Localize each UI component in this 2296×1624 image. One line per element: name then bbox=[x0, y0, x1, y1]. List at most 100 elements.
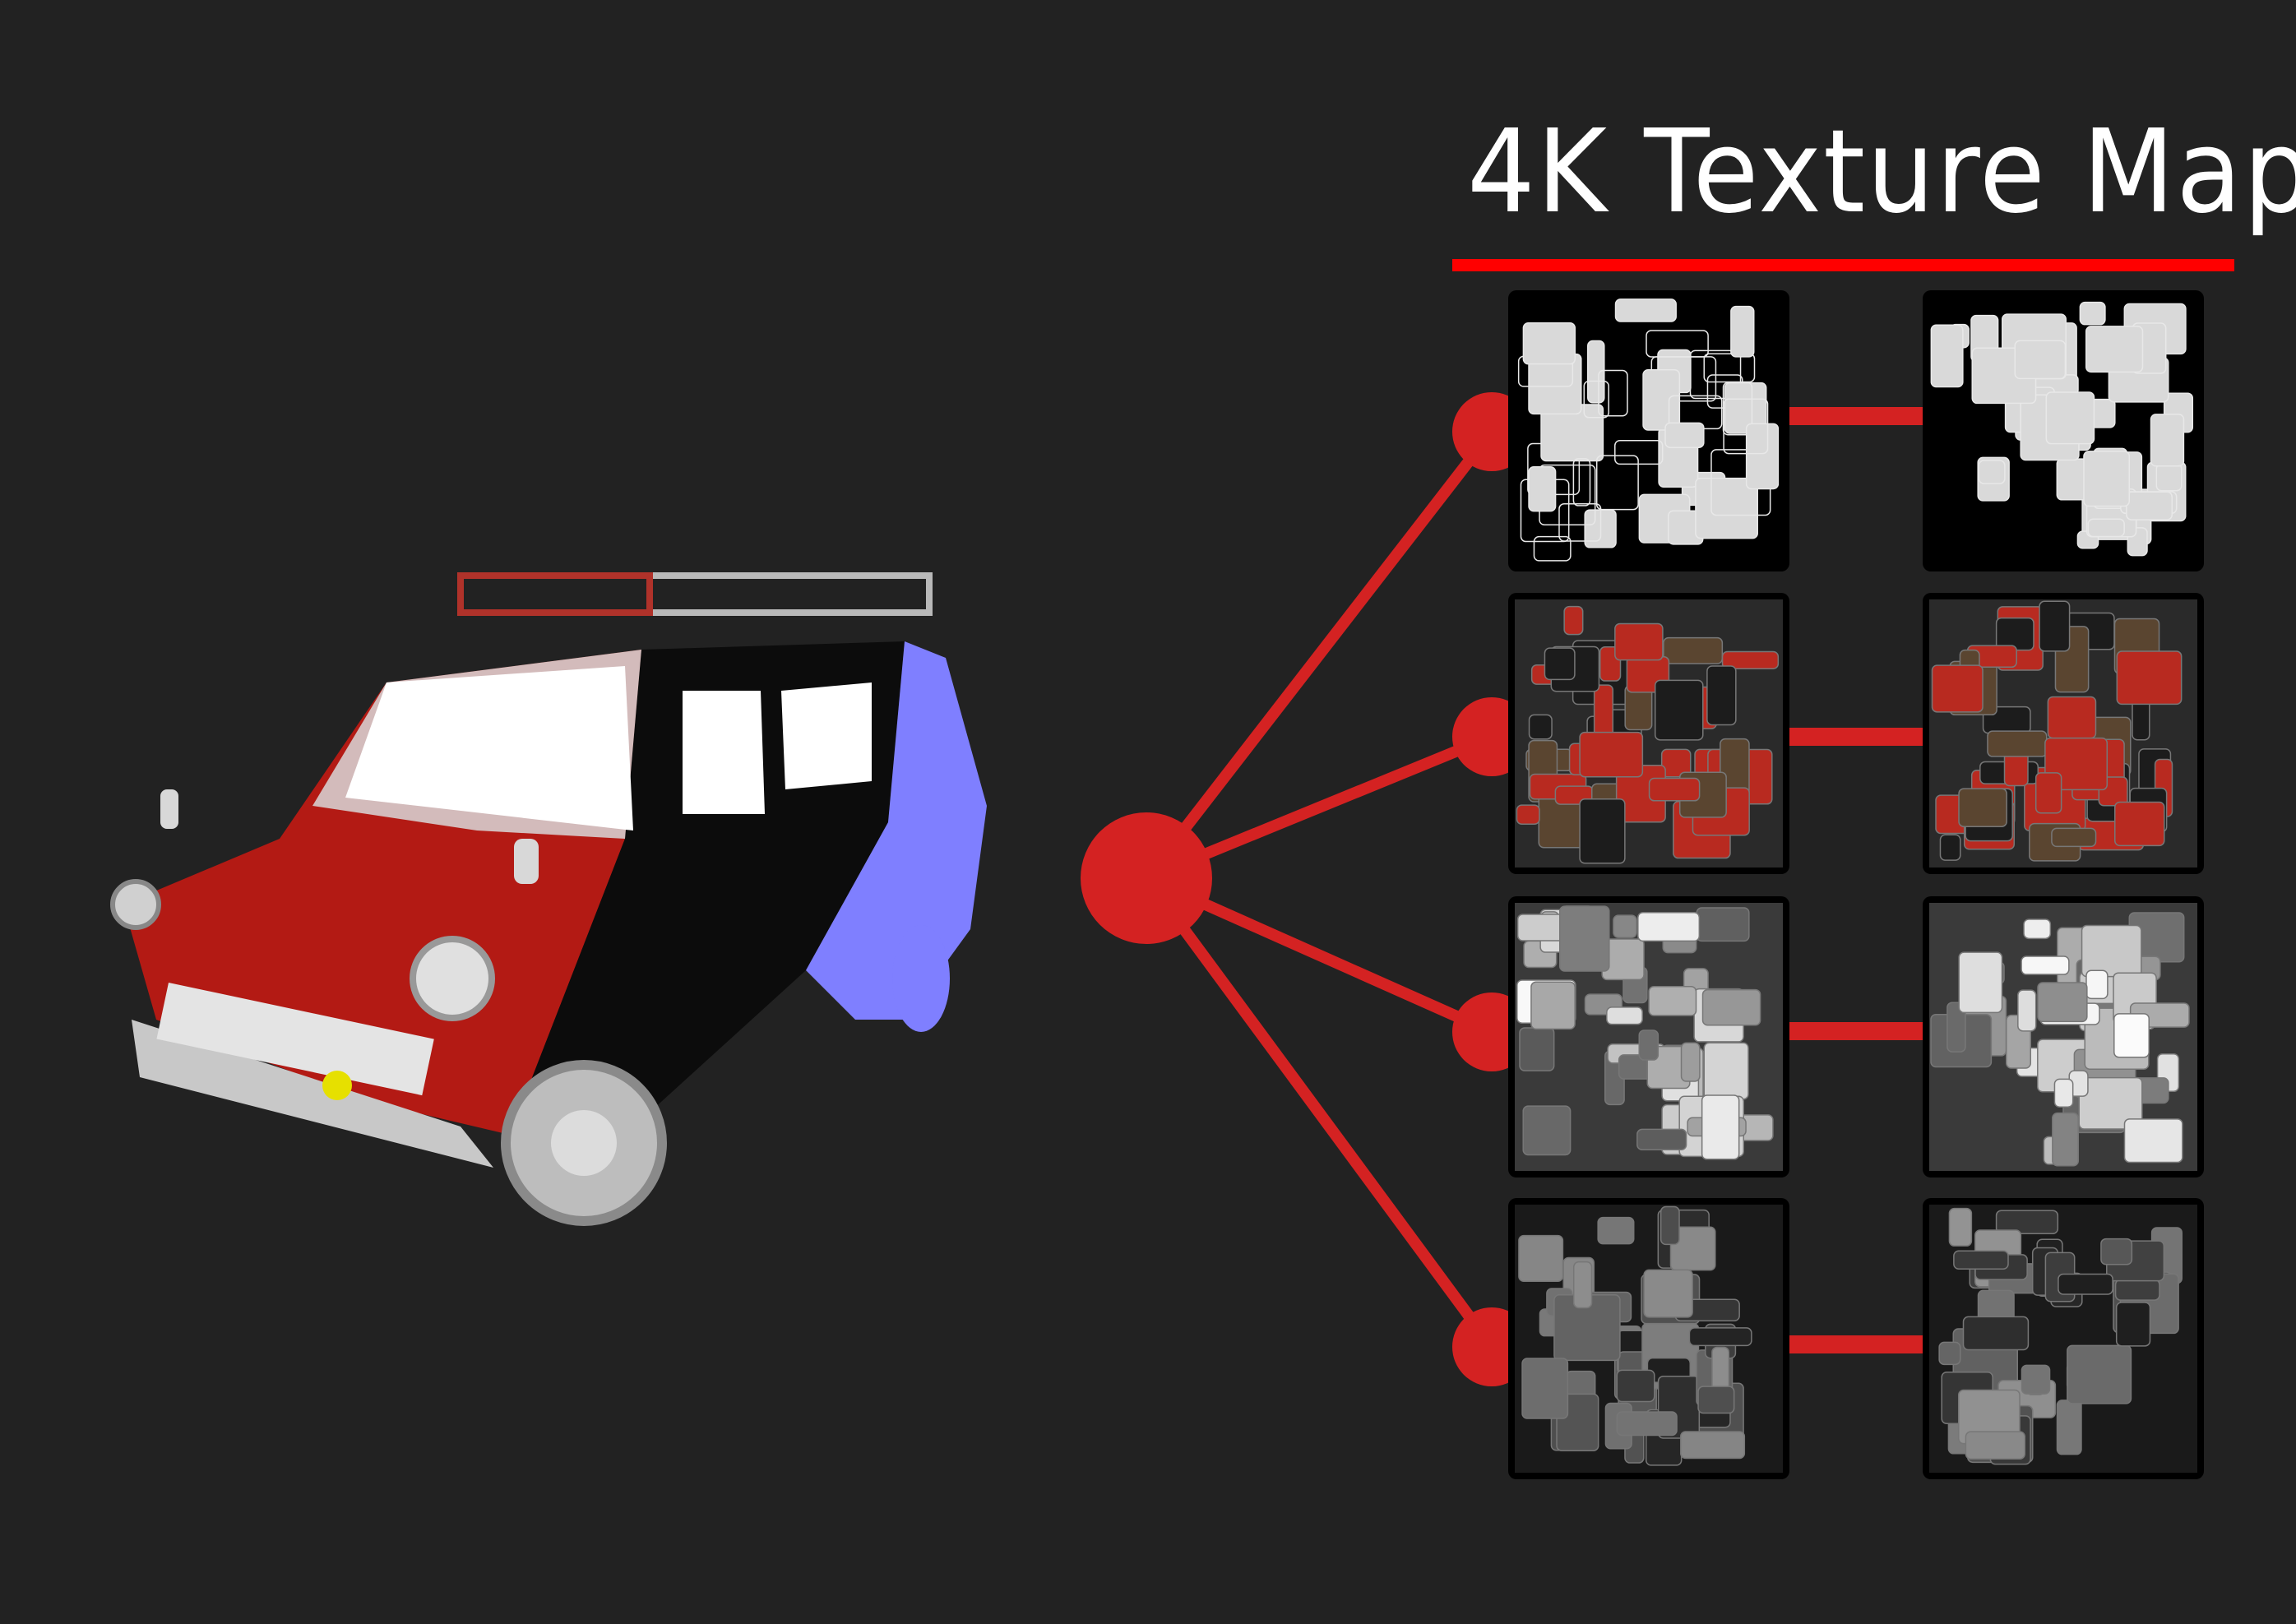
mirror-left bbox=[160, 789, 178, 829]
uv-island bbox=[1953, 1250, 2009, 1270]
uv-island bbox=[1598, 369, 1628, 417]
texture-map-base-color bbox=[1923, 593, 2204, 874]
texture-map-base-color bbox=[1508, 593, 1789, 874]
uv-island bbox=[1614, 298, 1677, 322]
uv-island bbox=[1530, 981, 1576, 1030]
uv-island bbox=[1616, 1369, 1655, 1403]
uv-island bbox=[1931, 664, 1984, 713]
uv-island bbox=[1558, 502, 1602, 542]
uv-island bbox=[2126, 491, 2173, 521]
uv-island bbox=[1587, 340, 1605, 404]
uv-island bbox=[1703, 1042, 1749, 1100]
uv-island bbox=[1614, 622, 1664, 661]
uv-island bbox=[1664, 422, 1705, 449]
uv-island bbox=[1696, 907, 1750, 942]
uv-layout bbox=[1515, 297, 1783, 565]
roof-rack-red bbox=[457, 572, 653, 616]
uv-layout bbox=[1929, 599, 2197, 868]
texture-map-wireframe-uv bbox=[1923, 290, 2204, 571]
uv-island bbox=[1583, 380, 1609, 419]
uv-island bbox=[1697, 1386, 1735, 1414]
uv-island bbox=[2014, 340, 2067, 380]
uv-island bbox=[1642, 368, 1681, 431]
title-underline bbox=[1452, 259, 2234, 271]
uv-island bbox=[1680, 1042, 1701, 1082]
uv-island bbox=[1721, 650, 1780, 669]
uv-island bbox=[2113, 1013, 2150, 1058]
uv-island bbox=[1518, 1234, 1564, 1283]
uv-island bbox=[1688, 1327, 1752, 1347]
uv-island bbox=[1572, 458, 1591, 507]
uv-island bbox=[1938, 1341, 1961, 1366]
uv-island bbox=[1958, 951, 2003, 1014]
uv-island bbox=[1958, 788, 2007, 827]
uv-island bbox=[2085, 326, 2144, 373]
uv-island bbox=[1573, 1261, 1593, 1309]
uv-island bbox=[1962, 1316, 2030, 1351]
uv-island bbox=[1745, 423, 1780, 490]
uv-island bbox=[1948, 1207, 1973, 1247]
uv-island bbox=[1533, 535, 1572, 562]
uv-island bbox=[2037, 982, 2088, 1023]
map-link-bar bbox=[1789, 728, 1923, 746]
uv-island bbox=[1660, 1205, 1680, 1246]
uv-island bbox=[1680, 1431, 1746, 1460]
uv-island bbox=[2150, 414, 2185, 467]
uv-island bbox=[2083, 451, 2130, 507]
front-bumper bbox=[132, 1020, 493, 1168]
connector-line bbox=[1141, 874, 1497, 1351]
uv-island bbox=[1648, 777, 1701, 802]
uv-island bbox=[2081, 924, 2142, 978]
uv-island bbox=[2067, 1344, 2132, 1404]
connector-line bbox=[1141, 428, 1497, 882]
uv-island bbox=[2051, 827, 2097, 848]
uv-island bbox=[1701, 1094, 1740, 1160]
uv-island bbox=[1516, 804, 1540, 825]
uv-layout bbox=[1929, 1205, 2197, 1473]
uv-island bbox=[1616, 1411, 1678, 1437]
uv-island bbox=[1939, 834, 1961, 861]
uv-island bbox=[1660, 748, 1692, 778]
uv-island bbox=[1597, 1216, 1635, 1245]
page-title: 4K Texture Map bbox=[1467, 105, 2296, 239]
uv-island bbox=[1579, 798, 1626, 864]
uv-island bbox=[1558, 905, 1610, 972]
uv-island bbox=[2039, 600, 2071, 652]
uv-island bbox=[1723, 398, 1769, 455]
uv-island bbox=[1528, 466, 1557, 512]
uv-island bbox=[1579, 731, 1644, 778]
uv-island bbox=[1519, 1027, 1555, 1071]
uv-island bbox=[2034, 772, 2062, 814]
uv-island bbox=[2115, 1302, 2151, 1347]
windshield bbox=[345, 666, 633, 831]
uv-island bbox=[1606, 1006, 1643, 1025]
fog-light bbox=[322, 1071, 352, 1100]
uv-island bbox=[2114, 801, 2165, 847]
uv-island bbox=[2087, 518, 2125, 538]
uv-island bbox=[2155, 463, 2183, 492]
uv-island bbox=[1669, 1226, 1716, 1271]
uv-layout bbox=[1929, 903, 2197, 1171]
uv-island bbox=[1930, 324, 1964, 388]
uv-island bbox=[1544, 647, 1576, 681]
side-window bbox=[683, 691, 765, 814]
uv-island bbox=[1522, 1105, 1572, 1156]
side-window-2 bbox=[781, 682, 872, 789]
uv-layout bbox=[1929, 297, 2197, 565]
uv-island bbox=[2056, 1400, 2082, 1455]
uv-island bbox=[2017, 989, 2037, 1032]
uv-island bbox=[1648, 985, 1697, 1016]
headlight-left bbox=[110, 879, 161, 930]
roof-rack bbox=[457, 572, 933, 616]
uv-island bbox=[1646, 330, 1709, 358]
map-link-bar bbox=[1789, 407, 1923, 425]
uv-island bbox=[1947, 1002, 1966, 1053]
uv-island bbox=[2116, 650, 2183, 706]
uv-island bbox=[1730, 305, 1755, 358]
uv-layout bbox=[1515, 1205, 1783, 1473]
grille bbox=[156, 983, 434, 1096]
uv-island bbox=[2079, 301, 2106, 326]
van-render bbox=[110, 572, 987, 1226]
uv-island bbox=[2085, 969, 2109, 1000]
